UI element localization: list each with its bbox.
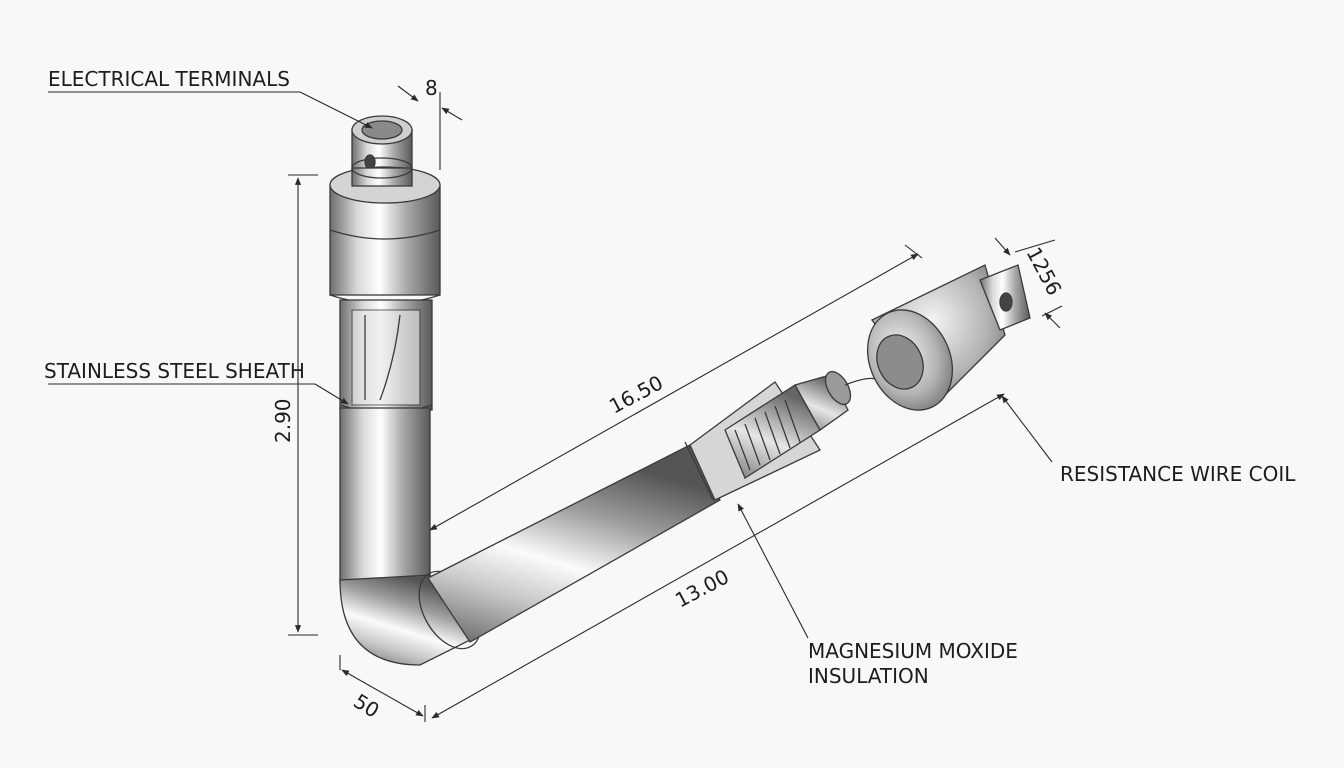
vertical-tube [339, 407, 431, 584]
diagonal-tube [427, 444, 721, 643]
dim-lower-length: 13.00 [671, 564, 733, 612]
dimension-lines [288, 85, 1063, 722]
end-cap [866, 264, 1031, 411]
label-resistance-wire-coil: RESISTANCE WIRE COIL [1060, 462, 1296, 486]
label-electrical-terminals: ELECTRICAL TERMINALS [48, 67, 290, 91]
sheath-window [339, 299, 433, 414]
label-stainless-steel-sheath: STAINLESS STEEL SHEATH [44, 359, 305, 383]
label-insulation-line1: MAGNESIUM MOXIDE [808, 639, 1018, 663]
dim-bend-width: 50 [349, 689, 383, 723]
dim-upper-length: 16.50 [605, 370, 667, 418]
terminal-collar [329, 157, 441, 305]
dim-terminal-diameter: 8 [425, 76, 438, 100]
coil-section [724, 370, 879, 479]
label-insulation-line2: INSULATION [808, 664, 929, 688]
dim-end-cap-diameter: 1256 [1022, 243, 1067, 299]
dim-vertical-length: 2.90 [271, 398, 295, 443]
heater-body [329, 115, 1031, 666]
